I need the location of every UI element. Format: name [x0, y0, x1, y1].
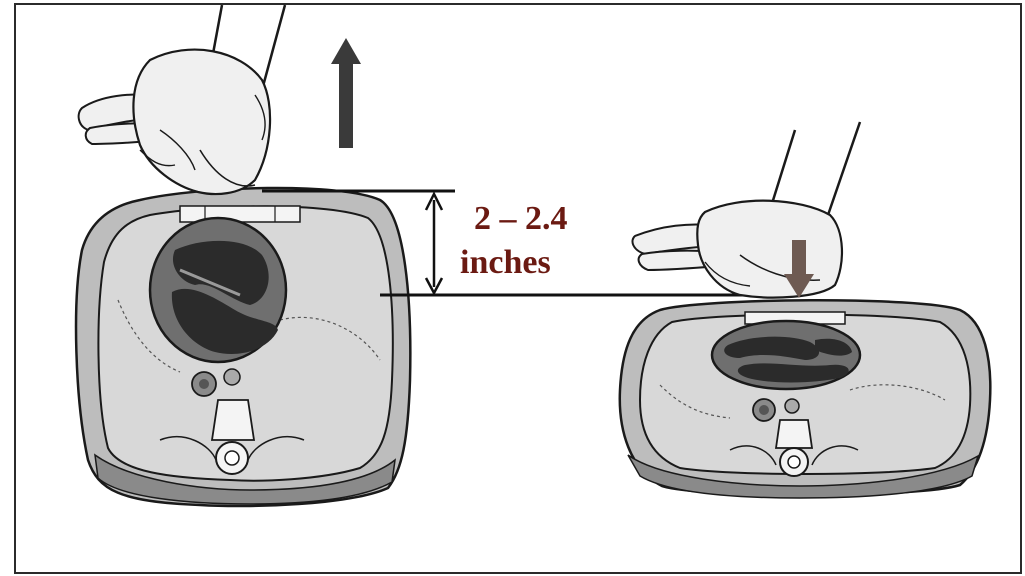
depth-value-label: 2 – 2.4 — [474, 200, 568, 238]
right-hands-compressing — [632, 122, 860, 298]
left-chest-sternum — [180, 206, 300, 222]
right-esophagus — [785, 399, 799, 413]
right-heart — [712, 321, 860, 389]
double-arrow-icon — [426, 194, 442, 293]
up-arrow-icon — [331, 38, 361, 148]
left-hands-released — [79, 5, 285, 194]
left-esophagus — [224, 369, 240, 385]
uncompressed-chest-cross-section — [76, 188, 410, 506]
depth-unit-label: inches — [460, 244, 551, 282]
compressed-chest-cross-section — [620, 300, 991, 498]
left-heart — [150, 218, 286, 362]
